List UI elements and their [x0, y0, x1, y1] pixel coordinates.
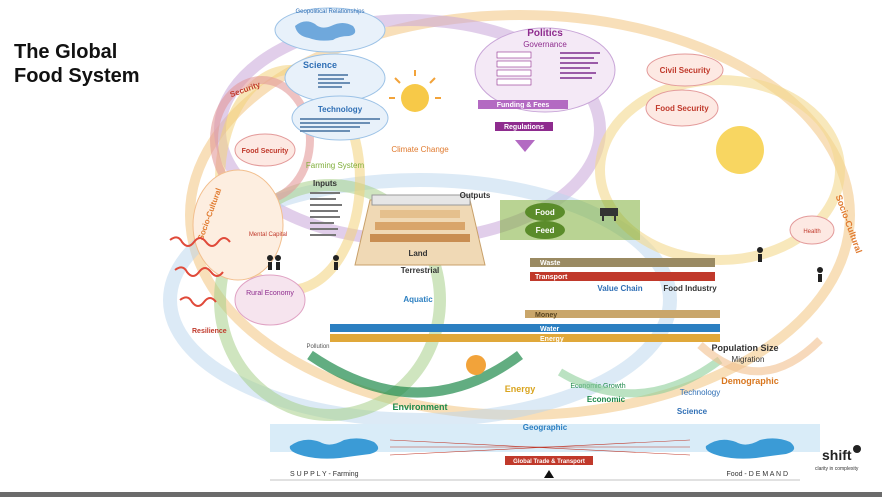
shift-logo: shift: [822, 447, 852, 463]
global-trade-bar: [505, 456, 593, 465]
food-security-left-bubble: [234, 133, 296, 167]
money-band: [525, 310, 720, 318]
outer-loop-blue: [163, 173, 677, 427]
technology-bottom-label: Technology: [680, 388, 720, 397]
global-trade-label: Global Trade & Transport: [513, 459, 585, 465]
geopolitical-label: Geopolitical Relationships: [295, 9, 364, 15]
feed-bubble: [525, 221, 565, 239]
energy-band-label: Energy: [540, 336, 564, 343]
mental-capital-label: Mental Capital: [249, 232, 287, 238]
supply-world-map-icon: [289, 438, 379, 459]
inputs-label: Inputs: [313, 179, 338, 188]
economic-label: Economic: [587, 395, 626, 404]
pollution-label: Pollution: [306, 344, 329, 350]
title-line-2: Food System: [14, 65, 140, 87]
food-security-right-bubble: [645, 89, 719, 127]
demographic-arc: [697, 337, 823, 376]
trade-arrow-icon: [544, 470, 554, 478]
trade-lines: [389, 439, 691, 456]
sun-rays-icon: [389, 70, 441, 99]
demand-label: Food - D E M A N D: [727, 471, 788, 478]
feed-label: Feed: [536, 226, 555, 235]
inner-loop-green: [214, 179, 446, 421]
politics-bubble: [474, 27, 616, 113]
environment-label: Environment: [392, 402, 447, 412]
land-layers: [370, 210, 470, 242]
supply-label: S U P P L Y - Farming: [290, 471, 359, 478]
technology-text-lines: [300, 118, 380, 132]
funding-bar: [478, 100, 568, 109]
food-label: Food: [535, 208, 555, 217]
energy-label: Energy: [505, 384, 536, 394]
environment-arc: [307, 350, 523, 398]
technology-label: Technology: [318, 105, 363, 114]
transport-label: Transport: [535, 274, 568, 281]
waste-band: [530, 258, 715, 267]
demographic-label: Demographic: [721, 376, 779, 386]
governance-levels: [496, 51, 600, 86]
aquatic-label: Aquatic: [403, 295, 433, 304]
slide-title: The Global Food System: [14, 40, 164, 88]
land-top-block: [371, 194, 471, 206]
economic-arc: [557, 356, 723, 398]
water-band: [330, 324, 720, 332]
health-bubble: [789, 215, 835, 245]
farming-system-label: Farming System: [306, 161, 365, 170]
health-label: Health: [803, 229, 820, 235]
cow-icon: [600, 208, 618, 221]
resilience-label: Resilience: [192, 328, 227, 335]
people-icons: [267, 247, 823, 282]
water-label: Water: [540, 326, 559, 333]
governance-label: Governance: [523, 40, 567, 49]
food-security-left-label: Food Security: [242, 148, 289, 155]
terrestrial-label: Terrestrial: [401, 266, 440, 275]
waste-label: Waste: [540, 260, 560, 267]
land-label: Land: [408, 249, 427, 258]
food-industry-label: Food Industry: [663, 284, 717, 293]
geographic-label: Geographic: [523, 423, 568, 432]
energy-sun-icon: [466, 355, 486, 375]
energy-band: [330, 334, 720, 342]
outputs-label: Outputs: [460, 191, 491, 200]
food-band: [500, 200, 640, 240]
right-sun-icon: [716, 126, 764, 174]
world-map-icon: [295, 21, 356, 41]
shift-logo-dot-icon: [853, 445, 861, 453]
science-bottom-label: Science: [677, 407, 708, 416]
resilience-wave-icons: [169, 236, 231, 307]
funding-label: Funding & Fees: [497, 102, 550, 109]
governance-arrow-down: [515, 140, 535, 152]
climate-change-label: Climate Change: [391, 145, 449, 154]
science-label: Science: [303, 60, 337, 70]
sun-icon: [401, 84, 429, 112]
rural-economy-label: Rural Economy: [246, 290, 294, 297]
inputs-list: [310, 192, 342, 236]
politics-label: Politics: [527, 28, 563, 39]
food-security-right-label: Food Security: [655, 104, 709, 113]
regulations-label: Regulations: [504, 124, 544, 131]
footer-rule: [0, 492, 882, 497]
demand-world-map-icon: [705, 438, 795, 459]
transport-band: [530, 272, 715, 281]
civil-security-bubble: [646, 53, 724, 87]
shift-tagline: clarity in complexity: [815, 466, 859, 472]
civil-security-label: Civil Security: [660, 66, 711, 75]
value-chain-label: Value Chain: [597, 284, 642, 293]
regulations-bar: [495, 122, 553, 131]
population-size-label: Population Size: [711, 343, 778, 353]
socio-cultural-left-bubble: [192, 169, 284, 281]
right-loop-yellow: [595, 75, 845, 265]
mental-capital-bubble: [234, 274, 306, 326]
title-line-1: The Global: [14, 41, 118, 63]
migration-label: Migration: [732, 355, 765, 364]
food-bubble: [525, 203, 565, 221]
science-text-lines: [318, 74, 350, 88]
money-label: Money: [535, 312, 557, 319]
